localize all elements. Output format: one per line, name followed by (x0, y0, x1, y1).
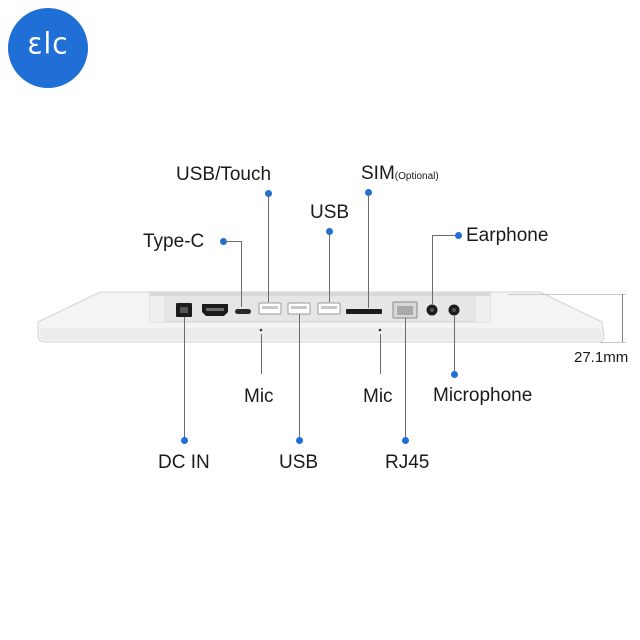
type-c-port (235, 309, 251, 314)
dc-in-dot (181, 437, 188, 444)
rj45-dot (402, 437, 409, 444)
dc-in-label: DC IN (158, 452, 210, 473)
dc-in-port-inner (180, 307, 188, 313)
sim-label-text: SIM (361, 163, 395, 184)
microphone-dot (451, 371, 458, 378)
rj45-label: RJ45 (385, 452, 430, 473)
elc-logo: ɛlc (8, 8, 88, 88)
mic-hole-left (259, 328, 263, 332)
sim-optional-note: (Optional) (394, 171, 439, 182)
usb-top-label: USB (310, 202, 350, 223)
mic-left-label: Mic (244, 386, 274, 407)
type-c-label: Type-C (143, 231, 205, 252)
usb-touch-line (268, 194, 269, 302)
svg-text:ɛlc: ɛlc (27, 28, 68, 59)
port-panel-shadow (150, 292, 490, 296)
rj45-port-inner (397, 306, 413, 315)
microphone-jack-inner (452, 308, 456, 312)
type-c-line-v (241, 241, 242, 307)
usb-top-dot (326, 228, 333, 235)
rj45-line (405, 318, 406, 441)
mic-left-line (261, 334, 262, 374)
earphone-label: Earphone (466, 225, 549, 246)
mic-right-label: Mic (363, 386, 393, 407)
microphone-label: Microphone (433, 385, 533, 406)
dc-in-line (184, 317, 185, 441)
dimension-bottom-extension (600, 342, 626, 343)
earphone-dot (455, 232, 462, 239)
hdmi-port-pins (206, 308, 224, 311)
usb-touch-port-tongue (262, 306, 278, 309)
dimension-top-extension (508, 294, 626, 295)
mic-right-line (380, 334, 381, 374)
usb-touch-dot (265, 190, 272, 197)
earphone-jack-inner (430, 308, 434, 312)
right-hinge (476, 296, 490, 322)
sim-label: SIM(Optional) (361, 164, 439, 183)
device-bevel (40, 328, 602, 340)
usb-bottom-line (299, 314, 300, 441)
usb-port-2-tongue (321, 306, 337, 309)
left-hinge (150, 296, 164, 322)
dimension-line (622, 294, 623, 342)
sim-slot (346, 309, 382, 314)
thickness-label: 27.1mm (574, 349, 629, 366)
sim-dot (365, 189, 372, 196)
usb-bottom-dot (296, 437, 303, 444)
usb-bottom-label: USB (279, 452, 319, 473)
logo-wordmark-icon: ɛlc (27, 26, 68, 61)
usb-top-line (329, 232, 330, 302)
usb-port-1-tongue (291, 306, 307, 309)
sim-line (368, 193, 369, 308)
type-c-line-h (224, 241, 242, 242)
mic-hole-right (378, 328, 382, 332)
earphone-line-h (432, 235, 457, 236)
type-c-dot (220, 238, 227, 245)
usb-touch-label: USB/Touch (176, 164, 272, 185)
earphone-line-v (432, 235, 433, 304)
microphone-line (454, 316, 455, 373)
logo-text: ɛlc (19, 26, 77, 68)
